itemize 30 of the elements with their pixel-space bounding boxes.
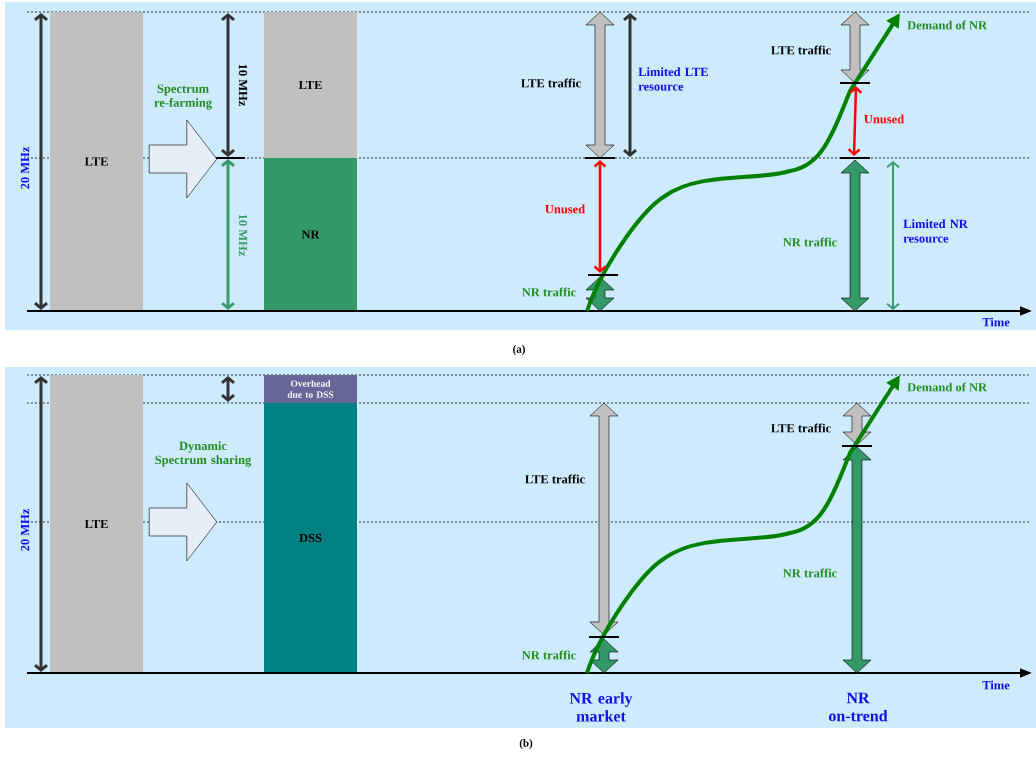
overhead-block: Overhead due to DSS [264,375,357,403]
curve-label: Demand of NR [907,382,988,392]
traffic-label: LTE traffic [521,78,581,88]
milestone-label: NR on-trend [829,692,888,722]
traffic-label: NR traffic [522,287,576,297]
edge-label: Dynamic Spectrum sharing [155,441,252,467]
block-arrow [148,482,218,562]
resource-label: Limited NR resource [903,219,968,243]
traffic-label: NR traffic [783,237,837,247]
traffic-label: NR traffic [522,650,576,660]
traffic-label: LTE traffic [525,474,585,484]
axis-label: Time [982,680,1010,690]
spectrum-block: DSS [264,403,357,673]
traffic-label: NR traffic [783,568,837,578]
spectrum-block: LTE [50,375,143,673]
spectrum-block: NR [264,158,357,311]
spectrum-block: LTE [264,12,357,158]
curve-label: Demand of NR [907,20,988,30]
spectrum-block: LTE [50,12,143,311]
panel-caption: (b) [519,739,533,749]
panel-caption: (a) [513,345,525,355]
resource-label: Limited LTE resource [638,67,708,91]
edge-label: Spectrum re-farming [154,84,212,110]
unused-label: Unused [545,204,585,214]
unused-label: Unused [864,114,904,124]
block-arrow [148,119,218,199]
axis-label: Time [982,317,1010,327]
traffic-label: LTE traffic [771,45,831,55]
traffic-label: LTE traffic [771,423,831,433]
milestone-label: NR early market [569,692,633,722]
